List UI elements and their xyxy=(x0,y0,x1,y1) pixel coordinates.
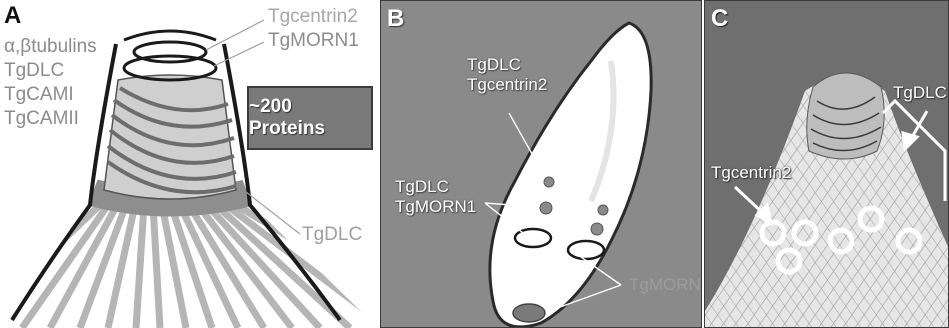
dlc-dot-1 xyxy=(544,177,554,187)
dlc-arrowhead xyxy=(903,133,917,149)
label-b-tgdlc: TgDLC xyxy=(467,55,521,74)
panel-a-letter: A xyxy=(4,2,21,30)
protein-count-box: ~200 Proteins xyxy=(247,86,373,150)
label-b-tgcentrin2: Tgcentrin2 xyxy=(467,75,547,94)
label-tgcentrin2: Tgcentrin2 xyxy=(268,6,358,28)
panel-c: C Tgcentrin2 TgDLC xyxy=(704,0,949,328)
protein-count-text: ~200 Proteins xyxy=(249,96,371,140)
panel-b: B TgDLC Tgcentrin2 TgDLC TgMORN1 TgMORN1 xyxy=(380,0,702,328)
dlc-dot-2 xyxy=(540,202,552,214)
conoid-body xyxy=(104,75,236,199)
label-b-tgmorn1: TgMORN1 xyxy=(395,197,476,216)
label-tubulins: α,βtubulins xyxy=(4,36,97,58)
panel-b-letter: B xyxy=(387,5,404,33)
label-b-faded: TgMORN1 xyxy=(629,275,702,294)
panel-c-letter: C xyxy=(711,5,728,33)
label-c-tgcentrin2: Tgcentrin2 xyxy=(711,163,791,182)
membrane-top xyxy=(124,31,216,40)
basal-complex xyxy=(513,304,545,322)
dlc-dot-3 xyxy=(598,205,608,215)
panel-a: A α,βtubulins TgDLC TgCAMI TgCAMII Tgcen… xyxy=(0,0,378,328)
label-tgmorn1: TgMORN1 xyxy=(268,30,359,52)
label-tgdlc: TgDLC xyxy=(4,60,64,82)
label-tgcam2: TgCAMII xyxy=(4,108,79,130)
dlc-dot-4 xyxy=(591,223,603,235)
label-tgcam1: TgCAMI xyxy=(4,84,74,106)
label-b-tgdlc-mid: TgDLC xyxy=(395,177,449,196)
label-tgdlc-bottom: TgDLC xyxy=(302,224,362,246)
label-c-tgdlc: TgDLC xyxy=(893,83,947,102)
